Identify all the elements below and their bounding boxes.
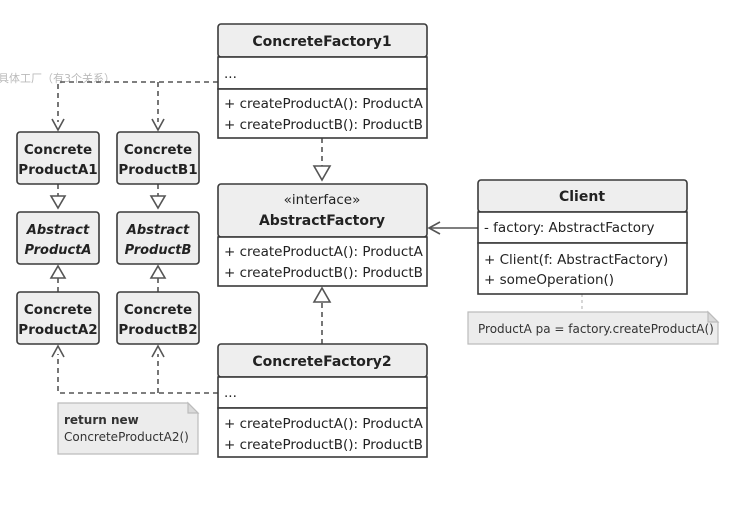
concrete-factory1-class: ConcreteFactory1 ... + createProductA():… [217, 23, 428, 139]
dep-factory1-producta1 [57, 81, 218, 122]
abstract-factory-interface: «interface» AbstractFactory + createProd… [217, 183, 428, 287]
concrete-product-b1: Concrete ProductB1 [116, 131, 200, 185]
realize-arrowhead-a1 [49, 195, 67, 210]
assoc-arrowhead [427, 221, 441, 235]
svg-text:Concrete: Concrete [124, 302, 192, 318]
faint-background-text: 具体工厂（有3个关系） [0, 71, 115, 85]
realize-arrowhead-factory2 [312, 286, 332, 303]
client-title: Client [559, 189, 605, 205]
abstract-product-b: Abstract ProductB [116, 211, 200, 265]
concrete-product-a2: Concrete ProductA2 [16, 291, 100, 345]
dep-arrowhead-a2 [51, 344, 65, 358]
client-note: ProductA pa = factory.createProductA() [467, 310, 720, 345]
abstract-factory-title: AbstractFactory [259, 213, 385, 229]
svg-text:Concrete: Concrete [24, 142, 92, 158]
dep-factory2-producta2 [57, 354, 218, 394]
svg-text:Abstract: Abstract [126, 223, 190, 238]
abstract-factory-method-b: + createProductB(): ProductB [224, 265, 423, 281]
concrete-product-b2: Concrete ProductB2 [116, 291, 200, 345]
concrete-factory2-class: ConcreteFactory2 ... + createProductA():… [217, 343, 428, 458]
svg-text:ProductA1: ProductA1 [18, 162, 97, 178]
client-method-operation: + someOperation() [484, 272, 614, 288]
client-class: Client - factory: AbstractFactory + Clie… [477, 179, 688, 295]
abstract-product-a: Abstract ProductA [16, 211, 100, 265]
concrete-factory1-fields: ... [224, 66, 237, 82]
svg-text:ProductB1: ProductB1 [118, 162, 197, 178]
concrete-factory2-title: ConcreteFactory2 [252, 354, 391, 370]
factory2-note-line1: return new [64, 413, 139, 427]
dep-arrowhead-b2 [151, 344, 165, 358]
abstract-factory-stereotype: «interface» [284, 192, 361, 208]
svg-text:Concrete: Concrete [124, 142, 192, 158]
realize-arrowhead-a2 [49, 264, 67, 279]
svg-text:Abstract: Abstract [26, 223, 90, 238]
factory2-note-line2: ConcreteProductA2() [64, 430, 189, 444]
realize-arrowhead-b1 [149, 195, 167, 210]
concrete-factory2-method-a: + createProductA(): ProductA [224, 416, 424, 432]
dep-arrowhead-a1 [51, 118, 65, 132]
dep-arrowhead-b1 [151, 118, 165, 132]
svg-text:ProductA2: ProductA2 [18, 322, 97, 338]
factory2-note: return new ConcreteProductA2() [57, 401, 200, 455]
concrete-factory2-method-b: + createProductB(): ProductB [224, 437, 423, 453]
concrete-factory1-title: ConcreteFactory1 [252, 34, 391, 50]
client-method-constructor: + Client(f: AbstractFactory) [484, 252, 668, 268]
svg-text:ProductB2: ProductB2 [118, 322, 197, 338]
svg-text:ProductA: ProductA [24, 243, 91, 258]
realize-arrowhead-b2 [149, 264, 167, 279]
concrete-factory1-method-a: + createProductA(): ProductA [224, 96, 424, 112]
concrete-factory1-method-b: + createProductB(): ProductB [224, 117, 423, 133]
client-fields: - factory: AbstractFactory [484, 220, 655, 236]
concrete-factory2-fields: ... [224, 385, 237, 401]
client-note-text: ProductA pa = factory.createProductA() [478, 322, 714, 336]
realize-arrowhead-factory1 [312, 165, 332, 182]
concrete-product-a1: Concrete ProductA1 [16, 131, 100, 185]
svg-text:Concrete: Concrete [24, 302, 92, 318]
abstract-factory-method-a: + createProductA(): ProductA [224, 244, 424, 260]
svg-text:ProductB: ProductB [125, 243, 192, 258]
